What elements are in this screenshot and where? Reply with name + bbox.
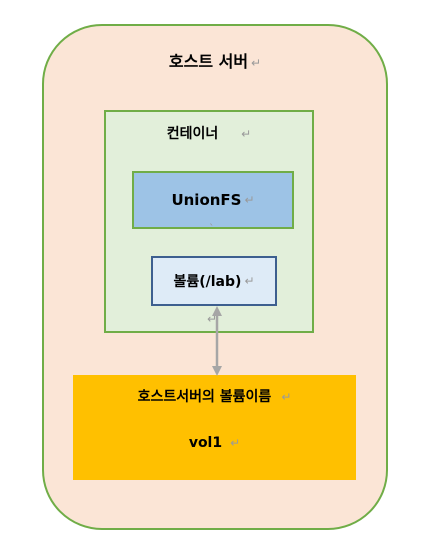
- unionfs-box: UnionFS↵: [132, 171, 294, 229]
- paragraph-mark-icon: ↵: [281, 390, 292, 404]
- paragraph-mark-icon: ↵: [241, 127, 252, 141]
- stray-mark: ˋ: [209, 222, 215, 235]
- paragraph-mark-icon: ↵: [230, 436, 241, 450]
- container-label: 컨테이너: [166, 126, 219, 142]
- host-server-title: 호스트 서버↵: [42, 48, 388, 72]
- paragraph-mark-icon: ↵: [251, 56, 262, 70]
- unionfs-label: UnionFS: [171, 191, 242, 209]
- host-volume-name: vol1 ↵: [73, 435, 356, 451]
- host-volume-box: [73, 375, 356, 480]
- container-title: 컨테이너 ↵: [104, 123, 314, 143]
- volume-box: 볼륨(/lab)↵: [151, 256, 277, 306]
- host-volume-name-label: vol1: [188, 435, 223, 451]
- arrowhead-up-icon: [212, 306, 222, 316]
- paragraph-mark-icon: ↵: [244, 274, 255, 288]
- host-volume-title: 호스트서버의 볼륨이름 ↵: [73, 386, 356, 406]
- host-volume-title-label: 호스트서버의 볼륨이름: [137, 389, 272, 405]
- volume-label: 볼륨(/lab): [173, 274, 242, 290]
- host-server-label: 호스트 서버: [168, 52, 249, 71]
- paragraph-mark-icon: ↵: [207, 312, 218, 326]
- paragraph-mark-icon: ↵: [244, 193, 255, 207]
- arrowhead-down-icon: [212, 366, 222, 376]
